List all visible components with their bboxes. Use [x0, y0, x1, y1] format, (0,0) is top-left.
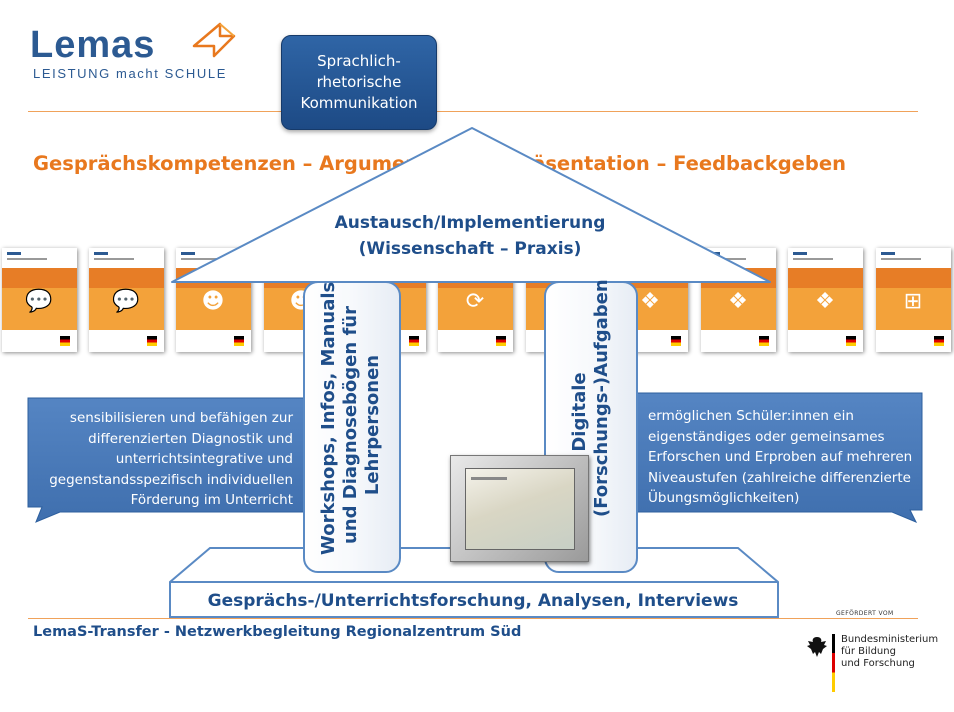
document-thumbnail: 💬	[89, 248, 164, 352]
paper-plane-icon	[192, 22, 236, 58]
left-pillar-label: Workshops, Infos, Manuals und Diagnosebö…	[318, 281, 384, 555]
footer-divider	[28, 618, 918, 619]
left-pillar-line2: und Diagnosebögen für	[340, 306, 361, 544]
sponsor-line2: für Bildung	[841, 646, 896, 657]
top-box-label: Sprachlich-rhetorische Kommunikation	[300, 52, 418, 112]
base-label: Gesprächs-/Unterrichtsforschung, Analyse…	[207, 591, 739, 611]
speech-bubbles-icon: 💬	[25, 289, 53, 314]
discussion-icon: ❖	[815, 289, 835, 314]
document-thumbnail: ❖	[788, 248, 863, 352]
sponsor-line1: Bundesministerium	[841, 634, 939, 645]
sponsor-name: Bundesministerium für Bildung und Forsch…	[841, 634, 938, 670]
document-thumbnail: ⊞	[876, 248, 951, 352]
roof-label: Austausch/Implementierung (Wissenschaft …	[300, 210, 640, 262]
people-talking-icon: ☻	[201, 289, 225, 314]
top-box: Sprachlich-rhetorische Kommunikation	[281, 35, 437, 130]
discussion-icon: ❖	[640, 289, 660, 314]
logo-wordmark: Lemas	[30, 24, 156, 66]
roof-line2: (Wissenschaft – Praxis)	[358, 239, 582, 259]
speech-bubbles-icon: 💬	[112, 289, 140, 314]
header-divider	[28, 111, 918, 112]
discussion-icon: ❖	[728, 289, 748, 314]
right-callout-text: ermöglichen Schüler:innen ein eigenständ…	[648, 408, 913, 506]
german-flag-bar	[832, 634, 835, 692]
framed-photo	[450, 455, 589, 562]
photo-image	[465, 468, 575, 550]
right-callout	[635, 392, 923, 523]
right-pillar-line2: (Forschungs-)Aufgaben	[591, 279, 612, 517]
logo-tagline: LEISTUNG macht SCHULE	[33, 66, 227, 81]
sponsor-label: GEFÖRDERT VOM	[836, 610, 894, 617]
document-thumbnail: 💬	[2, 248, 77, 352]
sponsor-line3: und Forschung	[841, 658, 915, 669]
roof	[171, 127, 771, 283]
left-pillar-line1: Workshops, Infos, Manuals	[318, 281, 339, 555]
left-callout-text: sensibilisieren und befähigen zur differ…	[49, 410, 293, 508]
network-grid-icon: ⊞	[903, 289, 923, 314]
federal-eagle-icon	[807, 637, 827, 657]
left-pillar-line3: Lehrpersonen	[362, 354, 383, 496]
footer-text: LemaS-Transfer - Netzwerkbegleitung Regi…	[33, 624, 522, 640]
refresh-cycle-icon: ⟳	[465, 289, 485, 314]
roof-line1: Austausch/Implementierung	[334, 213, 606, 233]
